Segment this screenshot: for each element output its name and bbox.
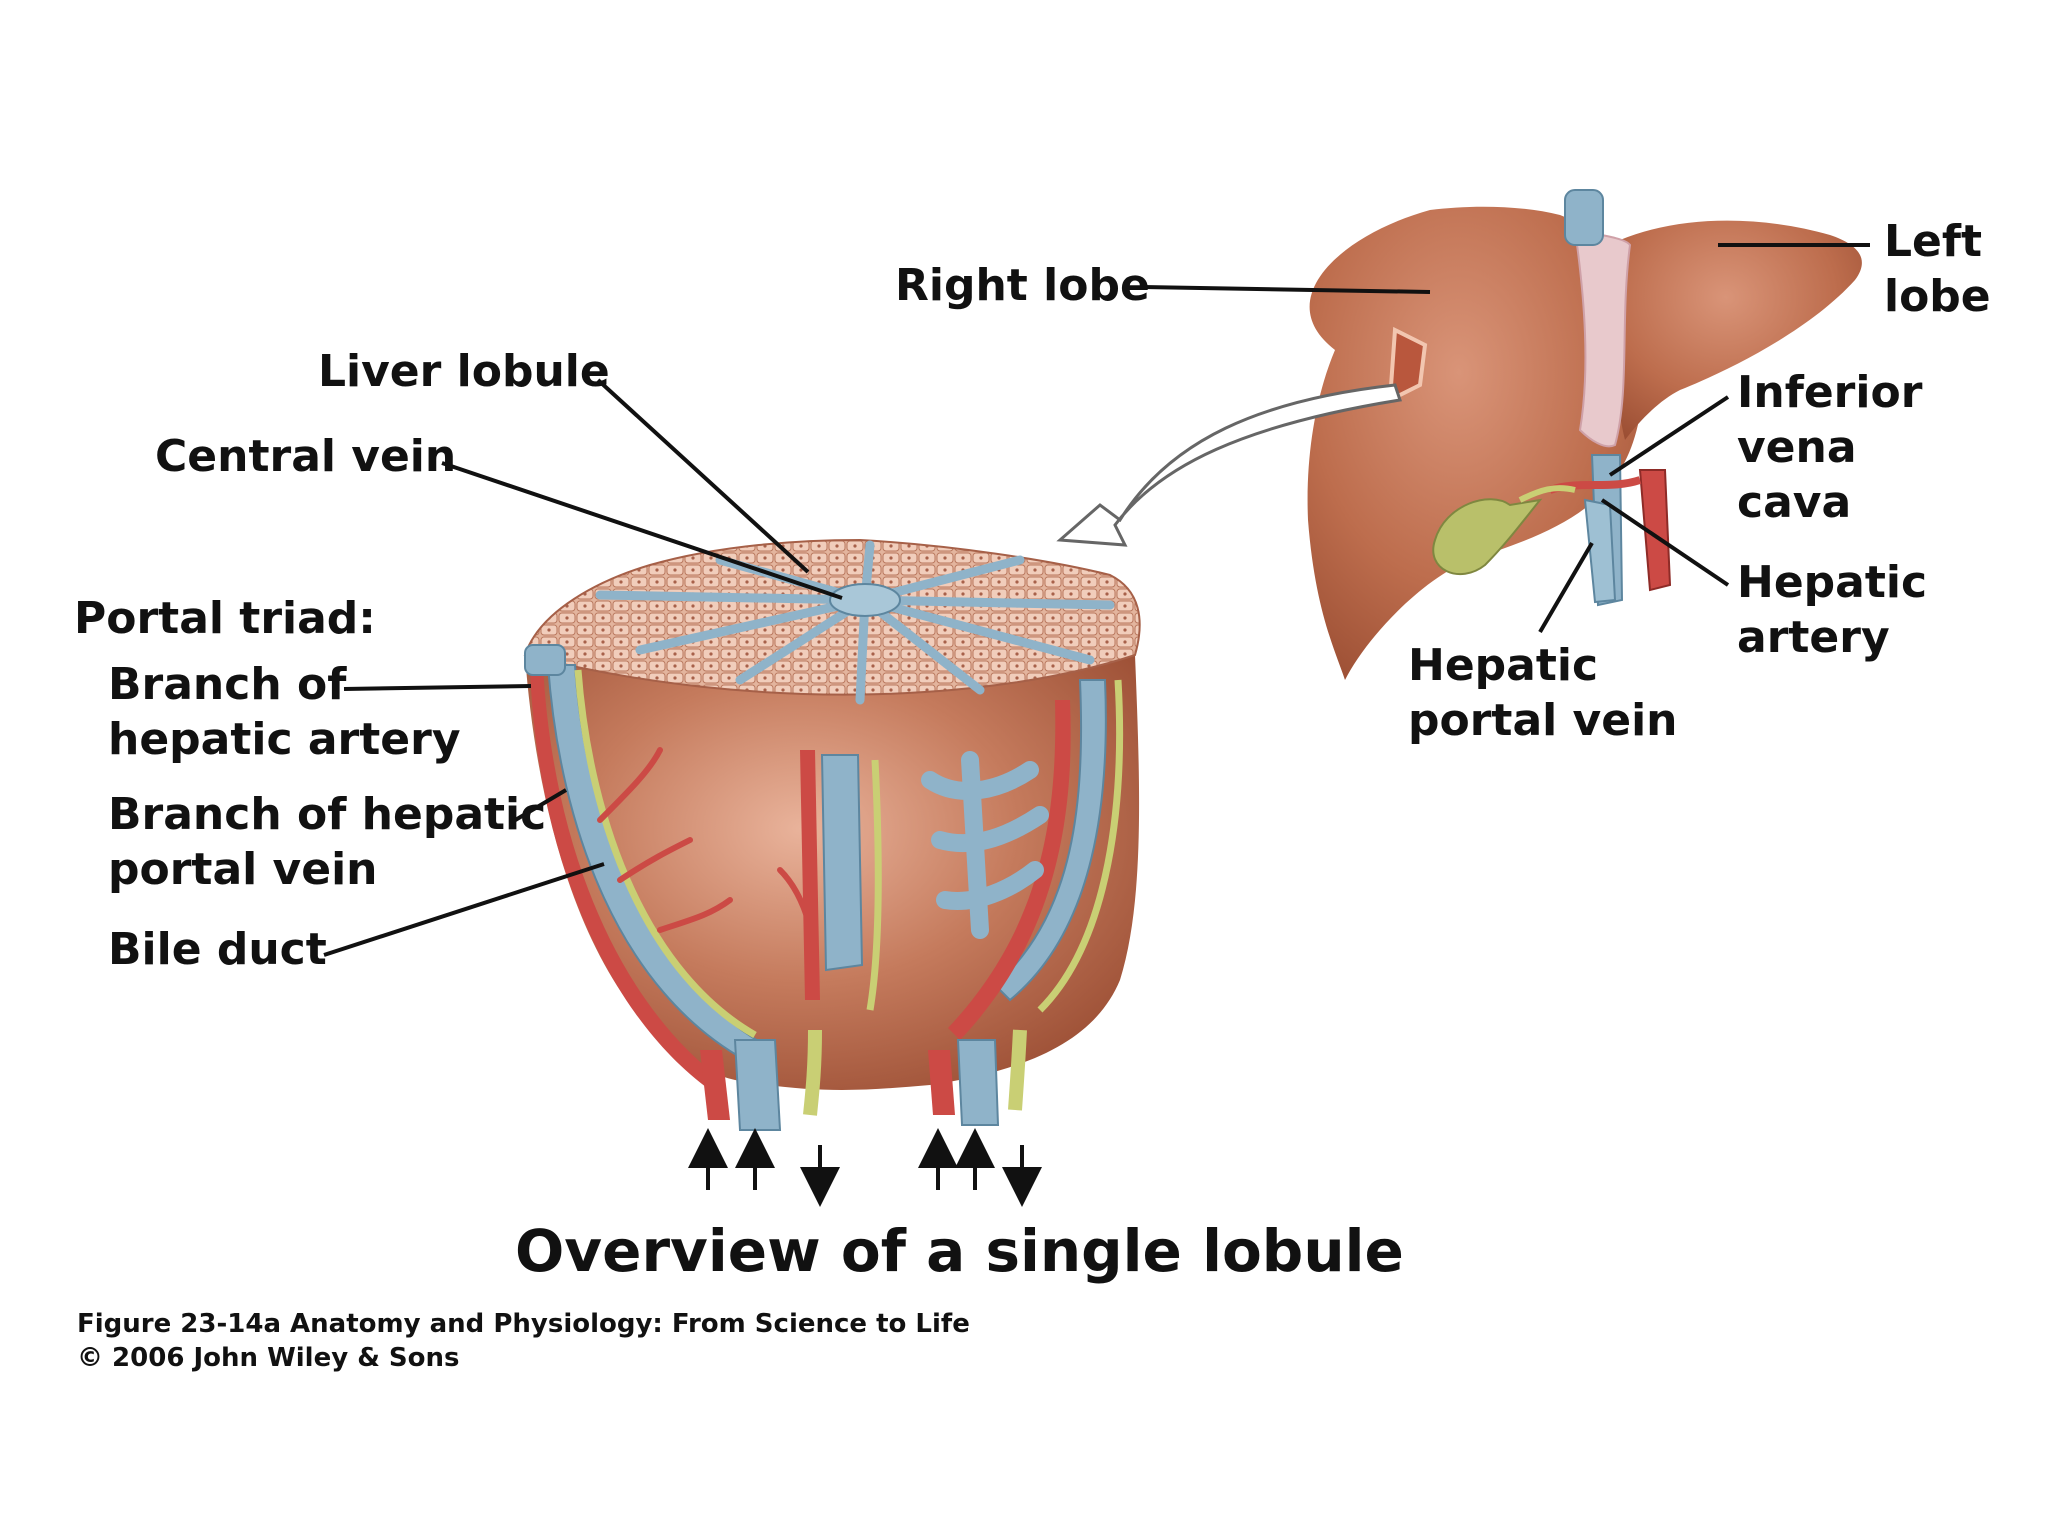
flow-arrows [708,1145,1022,1190]
figure-caption: Figure 23-14a Anatomy and Physiology: Fr… [77,1307,970,1375]
lobule-illustration [525,540,1140,1130]
right-lobe-label: Right lobe [895,258,1150,313]
inferior-vena-cava-label: Inferior vena cava [1737,365,1922,530]
middle-portal-vein [822,755,862,970]
left-lobe-label: Left lobe [1884,214,1991,324]
hepatic-artery-label: Hepatic artery [1737,555,1927,665]
bottom-vein-left [735,1040,780,1130]
caption-line-1: Figure 23-14a Anatomy and Physiology: Fr… [77,1307,970,1341]
central-vein-shape [830,584,900,616]
bottom-duct-left [810,1030,815,1115]
branch-hepatic-portal-vein-label: Branch of hepatic portal vein [108,787,546,897]
ivc-top [1565,190,1603,245]
caption-line-2: © 2006 John Wiley & Sons [77,1341,970,1375]
leader-hepatic-portal-vein [1540,543,1592,632]
bottom-duct-right [1015,1030,1020,1110]
portal-triad-label: Portal triad: [74,591,376,646]
liver-lobule-label: Liver lobule [318,344,610,399]
left-triad-top [525,645,565,675]
leader-liver-lobule [598,380,808,572]
bottom-vein-right [958,1040,998,1125]
central-vein-label: Central vein [155,429,456,484]
bile-duct-label: Bile duct [108,922,327,977]
branch-hepatic-artery-label: Branch of hepatic artery [108,657,461,767]
figure-title: Overview of a single lobule [515,1217,1404,1285]
hepatic-portal-vein-label: Hepatic portal vein [1408,638,1677,748]
